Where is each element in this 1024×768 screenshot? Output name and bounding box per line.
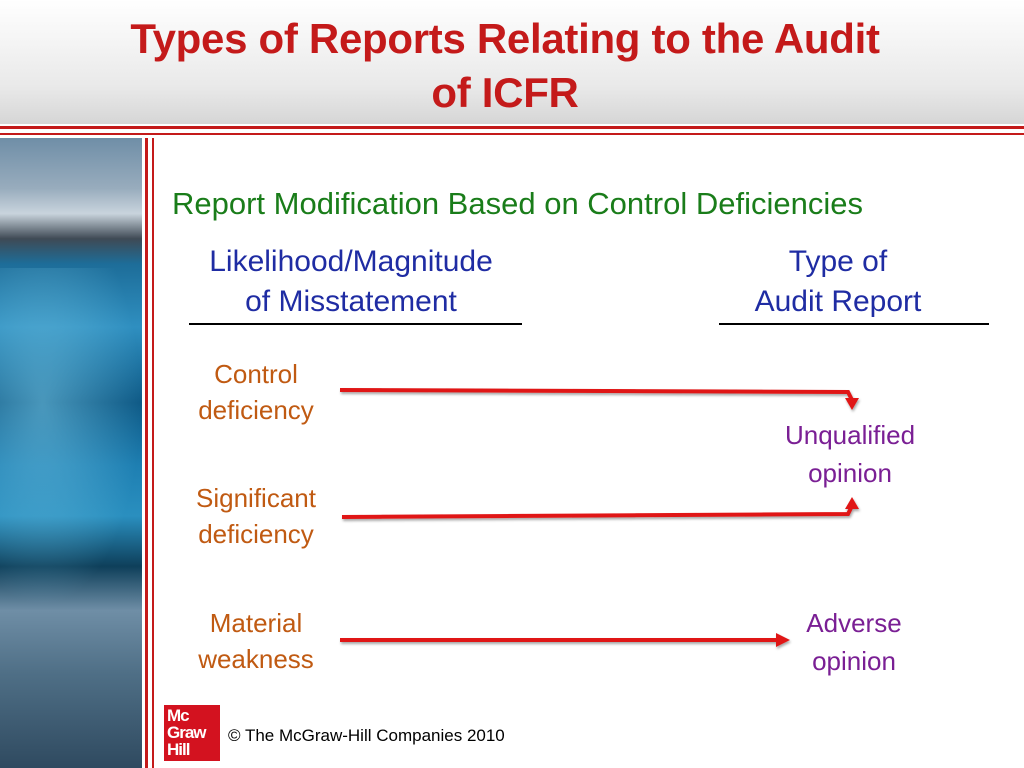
right-header-underline [719,323,989,325]
arrow-control-to-unqualified [339,388,859,410]
outcome-adverse-opinion: Adverse opinion [754,604,954,680]
logo-line-3: Hill [167,740,190,759]
outcome-1-line-2: opinion [808,458,892,488]
right-header-line-2: Audit Report [754,285,922,318]
logo-line-1: Mc [167,706,190,725]
slide-subtitle: Report Modification Based on Control Def… [172,186,863,221]
left-header-underline [189,323,522,325]
outcome-2-line-2: opinion [812,646,896,676]
level-3-line-1: Material [209,608,303,638]
mcgraw-hill-logo: Mc Graw Hill [164,705,220,761]
arrow-significant-to-unqualified [341,497,859,519]
logo-line-2: Graw [167,723,207,742]
slide-title-line-2: of ICFR [431,69,579,116]
level-significant-deficiency: Significant deficiency [166,480,346,552]
left-header-line-2: of Misstatement [245,285,457,318]
level-1-line-1: Control [214,359,298,389]
level-material-weakness: Material weakness [166,605,346,677]
right-column-header: Type of Audit Report [720,242,956,322]
level-1-line-2: deficiency [198,395,314,425]
left-column-header: Likelihood/Magnitude of Misstatement [166,242,536,322]
header-divider-top [0,126,1024,129]
slide-title-line-1: Types of Reports Relating to the Audit [130,15,880,62]
left-header-line-1: Likelihood/Magnitude [209,245,493,278]
title-bar: Types of Reports Relating to the Audit o… [0,0,1024,124]
arrow-material-to-adverse [340,633,790,647]
sidebar-divider-left [145,138,148,768]
level-3-line-2: weakness [198,644,314,674]
right-header-line-1: Type of [788,245,888,278]
level-2-line-2: deficiency [198,519,314,549]
level-2-line-1: Significant [196,483,316,513]
outcome-2-line-1: Adverse [806,608,902,638]
outcome-unqualified-opinion: Unqualified opinion [750,416,950,492]
outcome-1-line-1: Unqualified [784,420,916,450]
iceberg-highlight [0,268,142,608]
level-control-deficiency: Control deficiency [166,356,346,428]
header-divider-bottom [0,133,1024,135]
iceberg-image [0,138,142,768]
copyright-text: © The McGraw-Hill Companies 2010 [228,726,505,745]
sidebar-divider-right [152,138,154,768]
slide-title: Types of Reports Relating to the Audit o… [0,12,1010,120]
